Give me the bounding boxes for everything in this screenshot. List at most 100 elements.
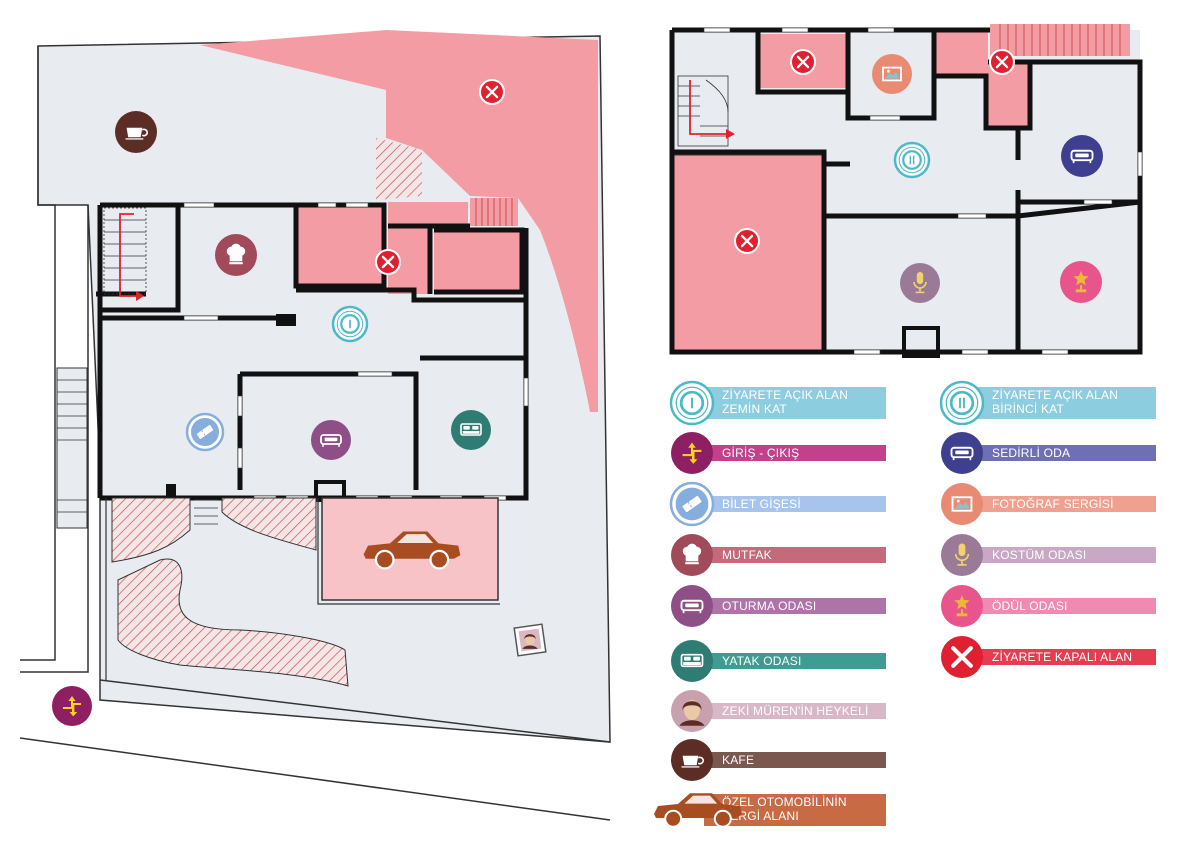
garden-hatched-1 (111, 497, 191, 563)
award-room-icon (941, 585, 983, 627)
ticket-icon (185, 412, 225, 452)
classic-car-icon (363, 531, 461, 570)
closed-area-icon (989, 49, 1015, 75)
legend-bar (974, 598, 1156, 614)
costume-room-icon (941, 534, 983, 576)
legend-bar (704, 496, 886, 512)
legend-label: KOSTÜM ODASI (992, 548, 1086, 562)
site-wall (99, 679, 611, 743)
kitchen-icon (671, 534, 713, 576)
legend-bar (974, 649, 1156, 665)
closed-room-4 (388, 202, 468, 226)
building-stairs (470, 198, 518, 226)
hatched-passage (376, 138, 422, 200)
legend-item-award-room: ÖDÜL ODASI (941, 585, 1156, 627)
closed-area-icon (479, 79, 505, 105)
legend-label: BİLET GİŞESİ (722, 497, 801, 511)
legend-item-bedroom: YATAK ODASI (671, 640, 886, 682)
legend-label: ÖDÜL ODASI (992, 599, 1068, 613)
photo-exhibition-icon (941, 483, 983, 525)
legend-label: YATAK ODASI (722, 654, 802, 668)
award-room-icon (1060, 261, 1102, 303)
legend-label: SEDİRLİ ODA (992, 446, 1070, 460)
cafe-icon (115, 111, 157, 153)
living-room-icon (311, 420, 351, 460)
legend-label: ZEKİ MÜREN'İN HEYKELİ (722, 704, 869, 718)
legend-label: KAFE (722, 753, 754, 767)
legend-label: BİRİNCİ KAT (992, 402, 1064, 416)
costume-room-icon (900, 263, 940, 303)
closed-room-3 (434, 232, 522, 292)
legend-label: ZİYARETE AÇIK ALAN (722, 388, 848, 402)
closed-area-icon (375, 249, 401, 275)
ticket-icon (669, 481, 715, 527)
legend-bar (704, 752, 886, 768)
legend-item-sofa-room: SEDİRLİ ODA (941, 432, 1156, 474)
legend-bar (704, 387, 886, 419)
legend-bar (974, 496, 1156, 512)
statue-icon (671, 690, 713, 732)
map-icons (52, 49, 1103, 726)
bedroom-icon (451, 410, 491, 450)
entrance-exit-icon (671, 432, 713, 474)
legend-label: OTURMA ODASI (722, 599, 816, 613)
interior-stairs (103, 207, 147, 301)
legend-item-costume-room: KOSTÜM ODASI (941, 534, 1156, 576)
legend-bar (974, 387, 1156, 419)
closed-area-garden (200, 30, 598, 412)
first-floor-stairs-hatched (990, 24, 1130, 56)
legend-label: FOTOĞRAF SERGİSİ (992, 496, 1114, 511)
photo-exhibition-icon (872, 54, 912, 94)
closed-area-icon (734, 228, 760, 254)
first-floor-visit-icon (939, 380, 985, 426)
ground-floor-visit-icon (669, 380, 715, 426)
legend-item-statue: ZEKİ MÜREN'İN HEYKELİ (671, 690, 886, 732)
side-passage-inner (20, 205, 89, 673)
garden-hatched-3 (117, 558, 349, 687)
legend-item-living-room: OTURMA ODASI (671, 585, 886, 627)
first-floor-stairs (677, 75, 735, 147)
outside-stairs (56, 367, 88, 529)
garden-hatched-2 (221, 497, 317, 551)
legend-bar (974, 547, 1156, 563)
legend-item-kitchen: MUTFAK (671, 534, 886, 576)
legend-bar (704, 653, 886, 669)
legend-item-entrance-exit: GİRİŞ - ÇIKIŞ (671, 432, 886, 474)
legend-item-cafe: KAFE (671, 739, 886, 781)
closed-room-1 (296, 206, 384, 286)
statue-icon (513, 623, 547, 657)
bedroom-icon (671, 640, 713, 682)
ground-floor-visit-icon (331, 305, 369, 343)
legend-bar (704, 598, 886, 614)
ground-floor-plan (19, 30, 611, 821)
legend-bar (974, 445, 1156, 461)
legend-bar (704, 547, 886, 563)
sofa-room-icon (1061, 135, 1103, 177)
legend-label: ZEMİN KAT (722, 402, 787, 416)
street-edge (19, 737, 611, 821)
legend-label: ZİYARETE AÇIK ALAN (992, 388, 1118, 402)
legend-bar (704, 445, 886, 461)
closed-area-icon (790, 49, 816, 75)
kitchen-icon (215, 234, 257, 276)
legend-item-photo-exhibition: FOTOĞRAF SERGİSİ (941, 483, 1156, 525)
entrance-exit-icon (52, 686, 92, 726)
side-passage (20, 46, 56, 661)
legend-label: MUTFAK (722, 548, 772, 562)
living-room-icon (671, 585, 713, 627)
legend-label: ZİYARETE KAPALI ALAN (992, 650, 1132, 664)
cafe-icon (671, 739, 713, 781)
closed-area-icon (941, 636, 983, 678)
legend-item-closed-area: ZİYARETE KAPALI ALAN (941, 636, 1156, 678)
first-floor-visit-icon (893, 141, 931, 179)
classic-car-icon (654, 793, 742, 828)
legend-bar (704, 703, 886, 719)
sofa-room-icon (941, 432, 983, 474)
legend-label: GİRİŞ - ÇIKIŞ (722, 446, 799, 460)
closed-room-top-mid (936, 32, 988, 76)
